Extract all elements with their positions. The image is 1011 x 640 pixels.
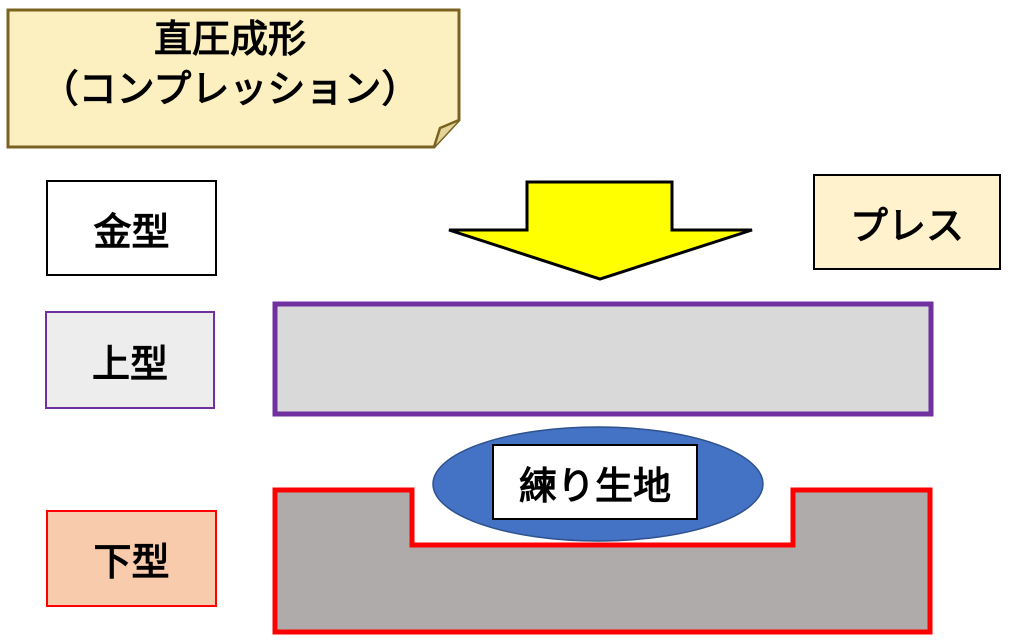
upper-mold-label: 上型	[45, 311, 215, 409]
lower-mold-shape	[272, 487, 933, 635]
title-note-shape	[6, 8, 461, 149]
upper-mold-label-text: 上型	[91, 341, 168, 386]
lower-mold-label-text: 下型	[93, 540, 170, 584]
dough-label: 練り生地	[492, 444, 698, 520]
press-arrow	[448, 180, 753, 281]
press-label-text: プレス	[849, 203, 964, 248]
page-title: 直圧成形 （コンプレッション）	[6, 14, 454, 114]
mold-label-text: 金型	[93, 209, 170, 254]
press-label: プレス	[813, 174, 1001, 270]
upper-mold-shape	[272, 301, 934, 417]
title-line-2: （コンプレッション）	[40, 67, 420, 111]
title-line-1: 直圧成形	[153, 17, 306, 61]
lower-mold-label: 下型	[46, 510, 217, 607]
dough-label-text: 練り生地	[518, 463, 671, 508]
mold-label: 金型	[46, 180, 217, 276]
